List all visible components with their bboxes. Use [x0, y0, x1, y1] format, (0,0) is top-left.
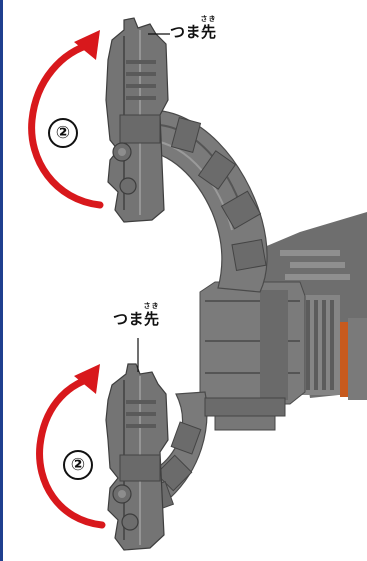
callout-toe-top: さき つま先	[170, 16, 217, 40]
arrowhead-icon-top	[74, 30, 100, 60]
step-number-badge-bottom: ②	[63, 450, 93, 480]
lower-foot	[105, 363, 169, 551]
step-number-badge-top: ②	[48, 118, 78, 148]
robot-body	[262, 212, 367, 400]
upper-arm	[139, 109, 268, 293]
callout-toe-bottom: さき つま先	[113, 303, 160, 327]
hip-block	[199, 281, 306, 405]
callout-ruby: さき	[200, 15, 217, 23]
callout-label: つま先	[170, 23, 217, 41]
callout-label: つま先	[113, 310, 160, 328]
curved-red-arrow-icon-bottom	[36, 374, 106, 529]
curved-red-arrow-icon-top	[28, 40, 104, 209]
arrowhead-icon-bottom	[74, 364, 100, 394]
upper-foot	[105, 17, 169, 223]
callout-ruby: さき	[143, 302, 160, 310]
left-border-rule	[0, 0, 3, 561]
